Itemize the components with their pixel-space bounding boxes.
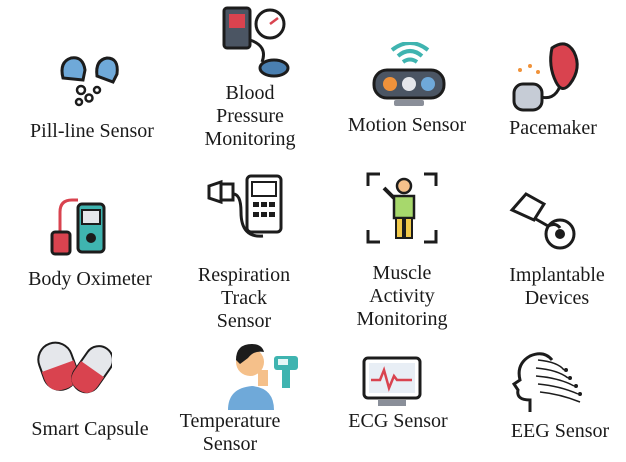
pill-line-sensor-icon — [60, 56, 119, 107]
implantable-label: Implantable Devices — [509, 264, 605, 309]
muscle-activity-icon — [366, 172, 438, 244]
ecg-sensor-icon — [362, 356, 422, 406]
temperature-sensor-icon — [228, 344, 298, 410]
muscle-activity-label: Muscle Activity Monitoring — [356, 262, 448, 330]
ecg-sensor-label: ECG Sensor — [348, 410, 448, 432]
smart-capsule-label: Smart Capsule — [31, 418, 149, 440]
temperature-sensor-label: Temperature Sensor — [179, 410, 281, 455]
eeg-sensor-icon — [511, 352, 582, 412]
body-oximeter-icon — [50, 198, 106, 256]
eeg-sensor-label: EEG Sensor — [510, 420, 610, 442]
implantable-device-icon — [509, 192, 576, 250]
respiration-track-sensor-icon — [207, 174, 283, 238]
pill-line-sensor-label: Pill-line Sensor — [30, 120, 154, 142]
pacemaker-icon — [512, 42, 579, 112]
blood-pressure-monitor-icon — [222, 6, 290, 78]
smart-capsule-icon — [37, 341, 112, 394]
respiration-label: Respiration Track Sensor — [197, 264, 291, 332]
body-oximeter-label: Body Oximeter — [28, 268, 152, 290]
motion-sensor-icon — [372, 42, 446, 106]
blood-pressure-label: Blood Pressure Monitoring — [204, 82, 296, 150]
pacemaker-label: Pacemaker — [509, 117, 597, 139]
motion-sensor-label: Motion Sensor — [347, 114, 467, 136]
